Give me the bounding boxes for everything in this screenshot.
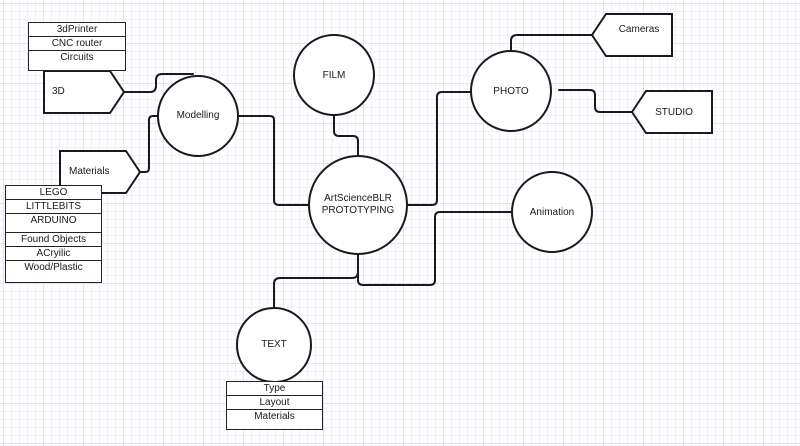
tag-cameras-label: Cameras bbox=[618, 24, 660, 35]
node-center-line1: ArtScienceBLR bbox=[324, 193, 392, 204]
tag-materials-label: Materials bbox=[69, 166, 110, 177]
list-item[interactable]: Wood/Plastic bbox=[24, 262, 83, 273]
connector-materials-modelling bbox=[139, 115, 159, 173]
list-item[interactable]: LEGO bbox=[6, 186, 101, 200]
tag-studio-shape[interactable] bbox=[630, 90, 713, 134]
connector-center-animation bbox=[357, 211, 513, 286]
list-item[interactable]: CNC router bbox=[29, 37, 125, 51]
connector-photo-studio bbox=[558, 89, 633, 113]
node-center-shape[interactable] bbox=[308, 155, 408, 255]
node-animation-label: Animation bbox=[529, 207, 575, 218]
connector-3d-modelling bbox=[123, 73, 194, 93]
node-modelling-label: Modelling bbox=[176, 110, 220, 121]
tag-3d-label: 3D bbox=[52, 86, 65, 97]
list-materials: LEGO LITTLEBITS ARDUINO Found Objects AC… bbox=[5, 185, 102, 283]
list-item[interactable]: Type bbox=[227, 382, 322, 396]
node-modelling-shape[interactable] bbox=[157, 75, 239, 157]
list-item[interactable]: Circuits bbox=[60, 52, 94, 63]
node-photo-label: PHOTO bbox=[493, 86, 529, 97]
connector-film-center bbox=[333, 114, 359, 157]
list-item[interactable]: Layout bbox=[227, 396, 322, 410]
node-photo-shape[interactable] bbox=[470, 50, 552, 132]
list-item[interactable]: 3dPrinter bbox=[29, 23, 125, 37]
list-item[interactable]: Found Objects bbox=[6, 233, 101, 247]
node-animation-shape[interactable] bbox=[511, 171, 593, 253]
tag-3d-shape[interactable] bbox=[43, 70, 126, 114]
tag-studio-label: STUDIO bbox=[655, 107, 693, 118]
node-text-label: TEXT bbox=[261, 339, 287, 350]
connector-modelling-center bbox=[237, 115, 310, 206]
list-text-items: Type Layout Materials bbox=[226, 381, 323, 430]
node-center-label: ArtScienceBLR PROTOTYPING bbox=[322, 193, 395, 217]
connector-photo-cameras bbox=[510, 34, 593, 52]
list-3d-tools: 3dPrinter CNC router Circuits bbox=[28, 22, 126, 71]
node-film-label: FILM bbox=[322, 70, 346, 81]
node-center-line2: PROTOTYPING bbox=[321, 205, 395, 216]
list-item[interactable]: ACryilic bbox=[6, 247, 101, 261]
connector-center-text bbox=[273, 253, 359, 309]
list-item[interactable]: Materials bbox=[254, 411, 295, 422]
list-item[interactable]: LITTLEBITS bbox=[6, 200, 101, 214]
connector-center-photo bbox=[406, 91, 472, 206]
node-film-shape[interactable] bbox=[293, 34, 375, 116]
list-item[interactable]: ARDUINO bbox=[6, 214, 101, 233]
tag-cameras-shape[interactable] bbox=[590, 13, 673, 57]
